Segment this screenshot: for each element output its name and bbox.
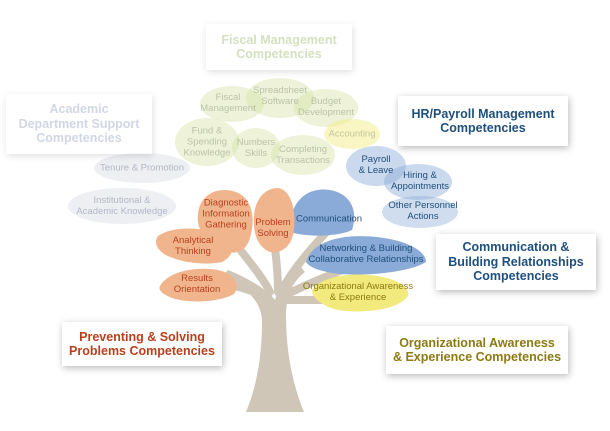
communication-competencies-box: Communication & Building Relationships C… bbox=[436, 234, 596, 290]
box-line: Fiscal Management bbox=[221, 32, 337, 47]
fiscal-competencies-box: Fiscal Management Competencies bbox=[206, 24, 352, 70]
leaf-completing-transactions bbox=[271, 135, 335, 175]
label-line: Solving bbox=[257, 228, 289, 239]
leaf-fiscal-management bbox=[200, 86, 264, 122]
label-line: Knowledge bbox=[183, 147, 231, 159]
box-line: Competencies bbox=[236, 47, 322, 61]
label-line: Actions bbox=[407, 211, 439, 222]
label-line: Accounting bbox=[328, 128, 376, 140]
label-org-awareness: Organizational Awareness & Experience bbox=[303, 281, 413, 303]
label-line: Orientation bbox=[173, 284, 221, 295]
label-line: Development bbox=[298, 107, 354, 118]
label-fiscal-management: Fiscal Management bbox=[200, 92, 255, 114]
label-communication: Communication bbox=[296, 214, 362, 225]
label-hiring-appointments: Hiring & Appointments bbox=[391, 170, 449, 192]
label-accounting: Accounting bbox=[328, 129, 375, 140]
leaf-analytical bbox=[156, 228, 233, 264]
label-line: Skills bbox=[244, 148, 268, 159]
label-line: Hiring & bbox=[403, 170, 437, 181]
label-line: Communication bbox=[296, 213, 362, 225]
label-line: Payroll bbox=[361, 154, 391, 165]
label-networking: Networking & Building Collaborative Rela… bbox=[308, 243, 423, 265]
box-line: Competencies bbox=[36, 131, 122, 146]
label-line: Other Personnel bbox=[388, 200, 458, 211]
label-line: & Leave bbox=[358, 165, 394, 176]
label-line: Completing bbox=[278, 144, 328, 155]
leaf-hiring bbox=[384, 164, 452, 200]
label-line: Problem bbox=[255, 217, 291, 228]
label-line: Institutional & bbox=[93, 195, 151, 206]
leaf-results bbox=[159, 268, 237, 302]
label-line: Information bbox=[202, 208, 250, 220]
label-line: Academic Knowledge bbox=[76, 206, 168, 217]
leaf-org-awareness bbox=[312, 274, 409, 312]
leaf-networking bbox=[306, 236, 426, 275]
label-line: Networking & Building bbox=[319, 243, 413, 254]
leaf-numbers bbox=[232, 128, 280, 168]
leaf-fund-spending bbox=[175, 118, 239, 166]
label-line: Organizational Awareness bbox=[302, 281, 414, 292]
label-line: Transactions bbox=[275, 155, 331, 166]
leaf-accounting bbox=[324, 119, 380, 149]
label-line: Results bbox=[181, 273, 213, 284]
label-line: Analytical bbox=[172, 235, 214, 246]
label-problem-solving: Problem Solving bbox=[255, 217, 290, 239]
leaf-institutional bbox=[68, 188, 176, 224]
leaf-spreadsheet bbox=[246, 78, 314, 118]
label-institutional-knowledge: Institutional & Academic Knowledge bbox=[76, 195, 167, 217]
label-line: Spending bbox=[186, 136, 228, 148]
box-line: & Experience Competencies bbox=[392, 350, 562, 364]
academic-competencies-box: Academic Department Support Competencies bbox=[6, 94, 152, 154]
box-line: Communication & bbox=[462, 240, 570, 255]
box-line: Department Support bbox=[18, 116, 140, 131]
label-results: Results Orientation bbox=[174, 273, 220, 295]
leaf-tenure bbox=[94, 153, 190, 183]
box-line: Organizational Awareness bbox=[399, 335, 555, 350]
organizational-competencies-box: Organizational Awareness & Experience Co… bbox=[386, 326, 568, 374]
label-line: Gathering bbox=[205, 219, 247, 231]
label-completing-transactions: Completing Transactions bbox=[276, 144, 330, 166]
box-line: Building Relationships bbox=[448, 254, 584, 269]
label-numbers-skills: Numbers Skills bbox=[237, 137, 276, 159]
label-line: Spreadsheet bbox=[253, 85, 307, 96]
leaf-payroll bbox=[346, 146, 406, 186]
leaf-budget bbox=[294, 89, 358, 127]
leaf-communication bbox=[289, 189, 355, 236]
label-line: Software bbox=[261, 96, 299, 107]
leaf-problem-solving bbox=[253, 188, 295, 253]
label-spreadsheet-software: Spreadsheet Software bbox=[253, 85, 307, 107]
label-budget-development: Budget Development bbox=[298, 96, 354, 118]
label-line: & Experience bbox=[329, 292, 387, 303]
hr-payroll-competencies-box: HR/Payroll Management Competencies bbox=[398, 96, 568, 146]
label-line: Management bbox=[200, 103, 256, 114]
leaf-personnel bbox=[382, 196, 458, 228]
label-tenure-promotion: Tenure & Promotion bbox=[100, 163, 184, 174]
label-other-personnel: Other Personnel Actions bbox=[388, 200, 457, 222]
label-line: Fund & bbox=[191, 125, 223, 137]
label-diagnostic: Diagnostic Information Gathering bbox=[202, 198, 250, 231]
label-payroll-leave: Payroll & Leave bbox=[359, 154, 394, 176]
label-line: Numbers bbox=[236, 137, 276, 148]
label-line: Fiscal bbox=[215, 92, 241, 103]
label-fund-spending: Fund & Spending Knowledge bbox=[183, 126, 230, 159]
box-line: Preventing & Solving bbox=[79, 329, 205, 344]
label-line: Appointments bbox=[390, 181, 450, 192]
box-line: HR/Payroll Management bbox=[411, 106, 555, 121]
label-line: Thinking bbox=[175, 246, 211, 257]
label-line: Budget bbox=[310, 96, 342, 107]
box-line: Problems Competencies bbox=[69, 344, 215, 358]
box-line: Competencies bbox=[440, 121, 526, 135]
label-line: Tenure & Promotion bbox=[100, 162, 184, 174]
label-analytical: Analytical Thinking bbox=[173, 235, 214, 257]
label-line: Collaborative Relationships bbox=[308, 254, 424, 265]
label-line: Diagnostic bbox=[203, 197, 249, 209]
box-line: Academic bbox=[49, 102, 109, 117]
box-line: Competencies bbox=[473, 269, 559, 284]
preventing-competencies-box: Preventing & Solving Problems Competenci… bbox=[62, 322, 222, 366]
